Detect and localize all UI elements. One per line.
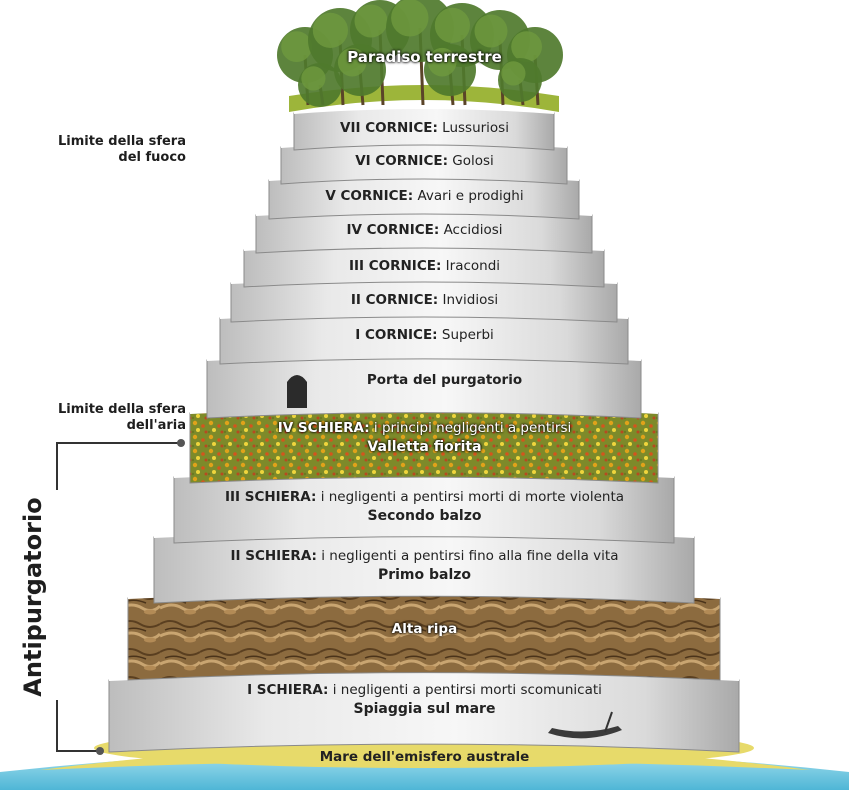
cornice-4-desc: Accidiosi [444, 222, 503, 238]
schiera-4-desc: i principi negligenti a pentirsi [374, 420, 571, 436]
cornice-2-desc: Invidiosi [443, 292, 499, 308]
schiera-3: III SCHIERA: i negligenti a pentirsi mor… [0, 489, 849, 524]
cornice-1: I CORNICE: Superbi [0, 327, 849, 343]
cornice-3: III CORNICE: Iracondi [0, 258, 849, 274]
cornice-4-name: IV CORNICE: [346, 222, 439, 238]
mare-label: Mare dell'emisfero australe [0, 749, 849, 765]
cornice-7-name: VII CORNICE: [340, 120, 438, 136]
limit-fire-line1: Limite della sfera [8, 134, 186, 150]
schiera-2-desc: i negligenti a pentirsi fino alla fine d… [321, 548, 618, 564]
cornice-4: IV CORNICE: Accidiosi [0, 222, 849, 238]
schiera-3-desc: i negligenti a pentirsi morti di morte v… [321, 489, 624, 505]
schiera-1: I SCHIERA: i negligenti a pentirsi morti… [0, 682, 849, 717]
cornice-7: VII CORNICE: Lussuriosi [0, 120, 849, 136]
schiera-3-name: III SCHIERA: [225, 489, 316, 505]
schiera-4-name: IV SCHIERA: [278, 420, 370, 436]
cornice-5: V CORNICE: Avari e prodighi [0, 188, 849, 204]
cornice-3-name: III CORNICE: [349, 258, 441, 274]
paradiso-label: Paradiso terrestre [0, 48, 849, 66]
schiera-4: IV SCHIERA: i principi negligenti a pent… [0, 420, 849, 455]
cornice-6-name: VI CORNICE: [355, 153, 448, 169]
cornice-7-desc: Lussuriosi [442, 120, 509, 136]
limit-air-line1: Limite della sfera [8, 402, 186, 418]
schiera-3-place: Secondo balzo [0, 508, 849, 524]
cornice-5-desc: Avari e prodighi [417, 188, 523, 204]
cornice-1-name: I CORNICE: [355, 327, 437, 343]
cornice-1-desc: Superbi [442, 327, 494, 343]
cornice-6-desc: Golosi [452, 153, 494, 169]
porta-label: Porta del purgatorio [20, 372, 849, 388]
schiera-2-place: Primo balzo [0, 567, 849, 583]
schiera-1-place: Spiaggia sul mare [0, 701, 849, 717]
alta-ripa-label: Alta ripa [0, 621, 849, 637]
schiera-2: II SCHIERA: i negligenti a pentirsi fino… [0, 548, 849, 583]
cornice-5-name: V CORNICE: [325, 188, 413, 204]
cornice-6: VI CORNICE: Golosi [0, 153, 849, 169]
cornice-3-desc: Iracondi [446, 258, 500, 274]
cornice-2: II CORNICE: Invidiosi [0, 292, 849, 308]
schiera-2-name: II SCHIERA: [231, 548, 317, 564]
schiera-1-name: I SCHIERA: [247, 682, 328, 698]
cornice-2-name: II CORNICE: [351, 292, 438, 308]
schiera-4-place: Valletta fiorita [0, 439, 849, 455]
schiera-1-desc: i negligenti a pentirsi morti scomunicat… [333, 682, 602, 698]
